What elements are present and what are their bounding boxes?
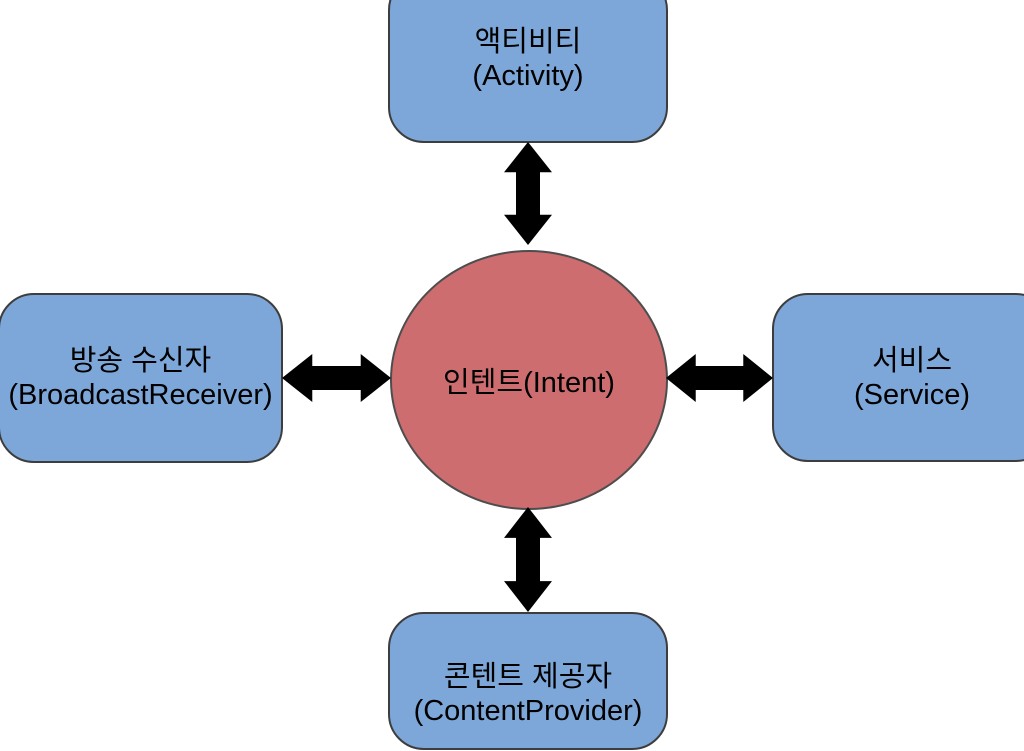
- node-service-korean: 서비스: [871, 344, 953, 377]
- double-arrow-right-icon: [666, 354, 773, 402]
- intent-label: 인텐트(Intent): [443, 367, 615, 399]
- node-service-english: (Service): [853, 378, 970, 411]
- node-content-provider-english: (ContentProvider): [413, 695, 643, 727]
- node-broadcast-receiver-english: (BroadcastReceiver): [8, 379, 273, 411]
- node-content-provider-label: 콘텐트 제공자 (ContentProvider): [414, 660, 643, 728]
- node-activity-label: 액티비티 (Activity): [472, 25, 583, 93]
- node-broadcast-receiver: 방송 수신자 (BroadcastReceiver): [0, 293, 283, 463]
- node-activity-korean: 액티비티: [474, 25, 582, 58]
- node-activity: 액티비티 (Activity): [388, 0, 668, 143]
- node-content-provider-korean: 콘텐트 제공자: [443, 661, 613, 693]
- node-content-provider: 콘텐트 제공자 (ContentProvider): [388, 612, 668, 750]
- double-arrow-bottom-icon: [504, 507, 552, 612]
- intent-circle: 인텐트(Intent): [390, 250, 668, 510]
- node-activity-english: (Activity): [472, 59, 584, 92]
- double-arrow-left-icon: [282, 354, 391, 402]
- node-broadcast-receiver-korean: 방송 수신자: [69, 345, 212, 377]
- node-service: 서비스 (Service): [772, 293, 1024, 462]
- node-service-label: 서비스 (Service): [854, 344, 970, 412]
- node-broadcast-receiver-label: 방송 수신자 (BroadcastReceiver): [8, 344, 272, 412]
- double-arrow-top-icon: [504, 142, 552, 245]
